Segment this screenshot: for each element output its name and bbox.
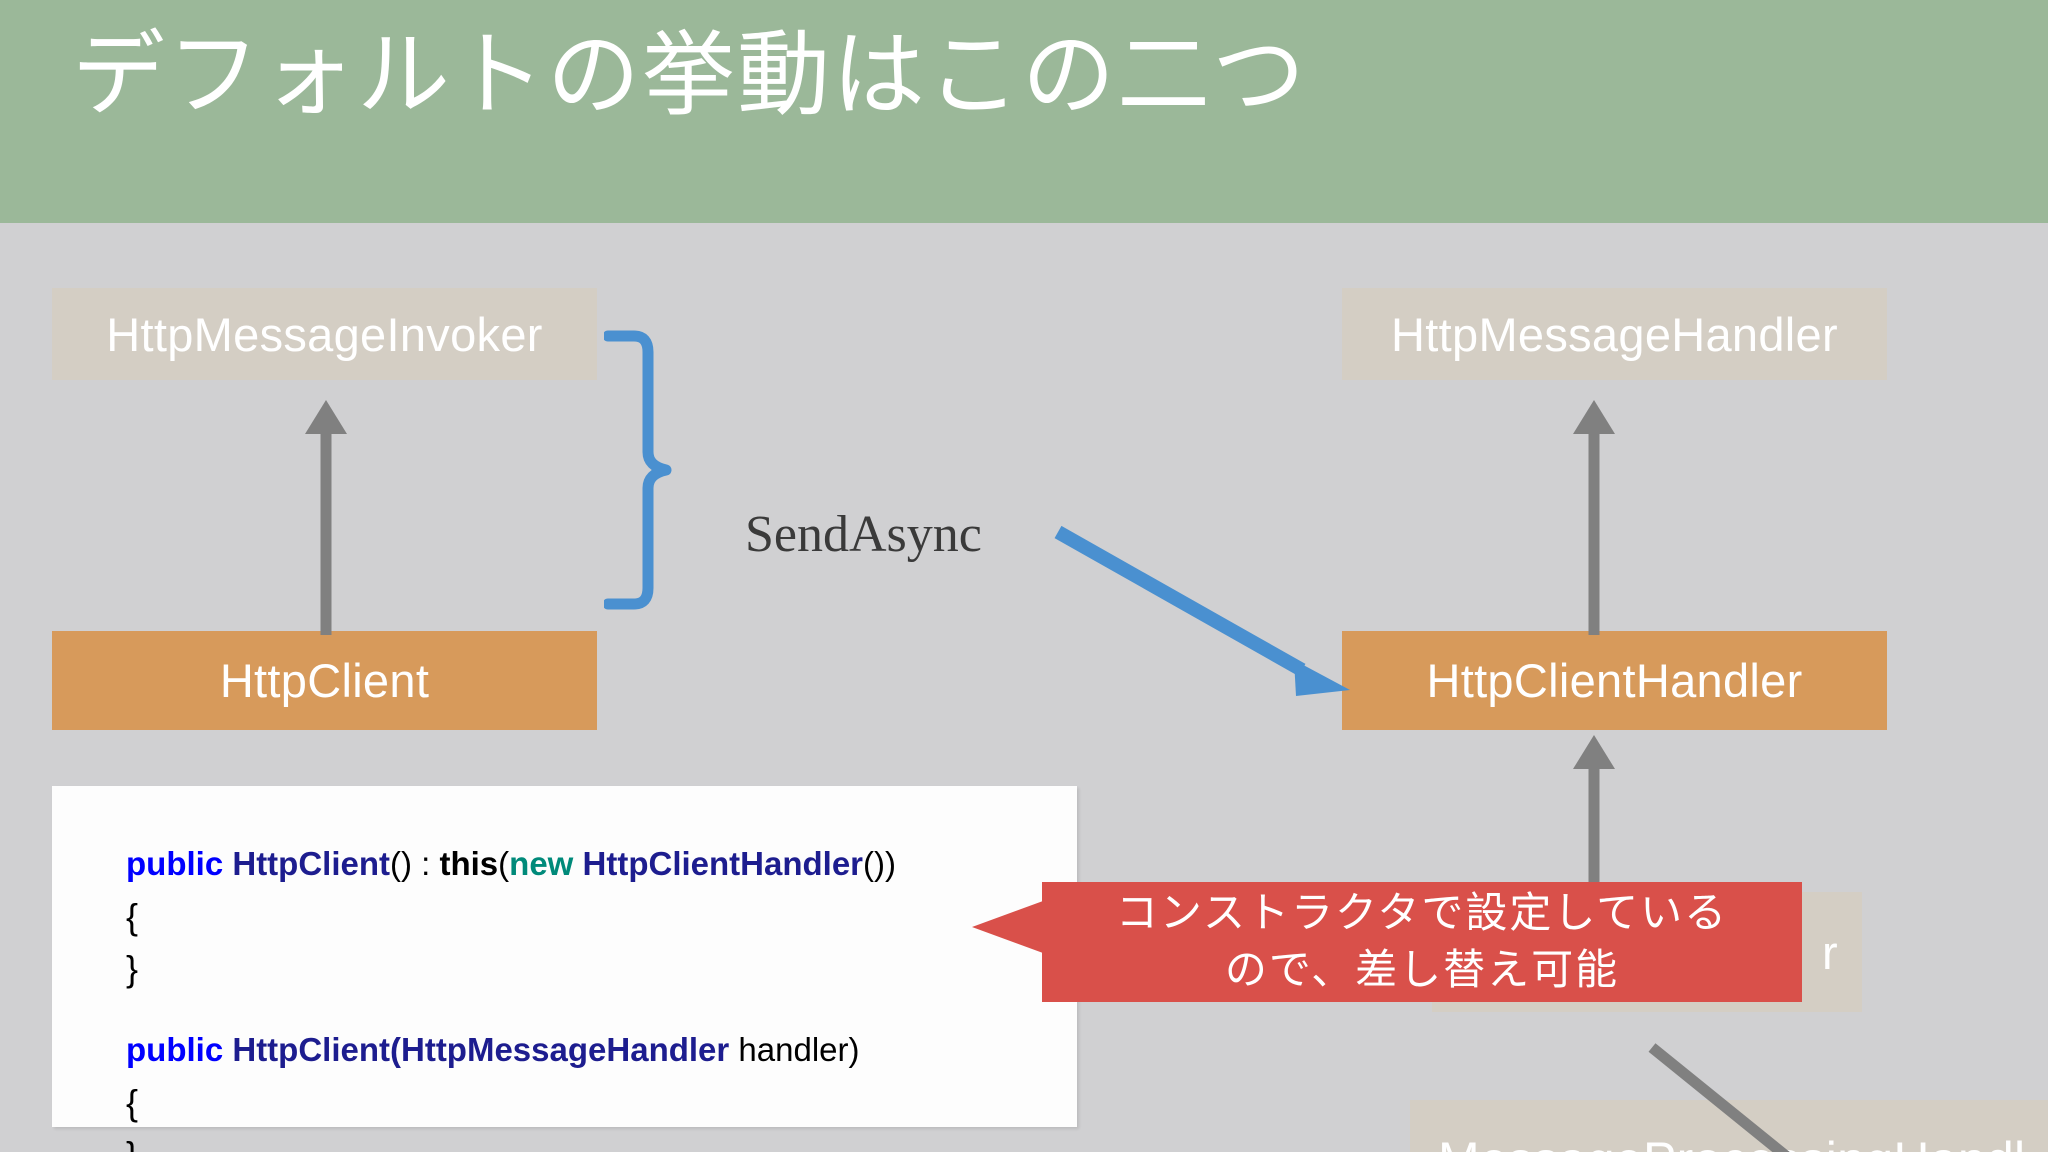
sendasync-brace bbox=[604, 330, 674, 610]
code-token: { bbox=[126, 1082, 139, 1123]
page-title: デフォルトの挙動はこの二つ bbox=[72, 25, 1307, 128]
title-banner: デフォルトの挙動はこの二つ bbox=[0, 0, 2048, 223]
code-line: public HttpClient() : this(new HttpClien… bbox=[71, 807, 896, 921]
code-token: ( bbox=[498, 845, 510, 882]
callout-text: コンストラクタで設定している ので、差し替え可能 bbox=[1042, 886, 1802, 999]
class-box-http-message-handler[interactable]: HttpMessageHandler bbox=[1342, 288, 1887, 380]
callout-line-1: コンストラクタで設定している bbox=[1115, 891, 1729, 937]
code-line: } bbox=[71, 1096, 138, 1152]
class-box-http-message-invoker[interactable]: HttpMessageInvoker bbox=[52, 288, 597, 380]
inheritance-arrow-delegating-to-clienthandler bbox=[1573, 735, 1615, 935]
arrowhead-up-icon bbox=[1573, 400, 1615, 434]
code-token: } bbox=[126, 948, 139, 989]
code-token: () : bbox=[390, 845, 440, 882]
code-token: new bbox=[509, 845, 583, 882]
code-line: { bbox=[71, 1044, 138, 1152]
code-token: HttpClient bbox=[232, 845, 390, 882]
arrowhead-up-icon bbox=[305, 400, 347, 434]
code-token: HttpClient( bbox=[232, 1031, 401, 1068]
callout-line-2: ので、差し替え可能 bbox=[1224, 947, 1620, 994]
class-box-http-client[interactable]: HttpClient bbox=[52, 631, 597, 730]
code-token: { bbox=[126, 896, 139, 937]
class-box-label: HttpMessageInvoker bbox=[106, 307, 543, 361]
code-snippet-panel: public HttpClient() : this(new HttpClien… bbox=[52, 786, 1077, 1152]
code-token: } bbox=[126, 1134, 138, 1152]
code-token: ()) bbox=[863, 845, 896, 882]
callout-pointer-icon bbox=[972, 901, 1043, 953]
code-line: public HttpClient(HttpMessageHandler han… bbox=[71, 993, 860, 1107]
code-token: HttpClientHandler bbox=[582, 845, 864, 882]
class-box-label: HttpClient bbox=[219, 654, 430, 707]
code-token: public bbox=[126, 1031, 233, 1068]
callout-body bbox=[1042, 882, 1802, 1002]
class-box-http-client-handler[interactable]: HttpClientHandler bbox=[1342, 631, 1887, 730]
code-token: public bbox=[126, 845, 233, 882]
class-box-label: MessageProcessingHandl bbox=[1438, 1131, 2025, 1152]
code-line: { bbox=[71, 858, 138, 976]
class-box-label: HttpClientHandler bbox=[1426, 654, 1803, 707]
sendasync-delegation-arrow bbox=[1050, 510, 1380, 710]
annotation-callout[interactable]: コンストラクタで設定している ので、差し替え可能 bbox=[972, 882, 1802, 1002]
inheritance-arrow-client-to-invoker bbox=[305, 400, 347, 635]
inheritance-arrow-clienthandler-to-messagehandler bbox=[1573, 400, 1615, 635]
sendasync-label: SendAsync bbox=[745, 506, 982, 563]
code-token: HttpMessageHandler bbox=[401, 1031, 730, 1068]
arrowhead-up-icon bbox=[1573, 735, 1615, 769]
class-box-label: HttpMessageHandler bbox=[1391, 307, 1838, 361]
code-token: this bbox=[439, 845, 499, 882]
class-box-label: r bbox=[1822, 925, 1838, 979]
code-token: handler) bbox=[729, 1031, 860, 1068]
code-line: } bbox=[71, 910, 138, 1028]
